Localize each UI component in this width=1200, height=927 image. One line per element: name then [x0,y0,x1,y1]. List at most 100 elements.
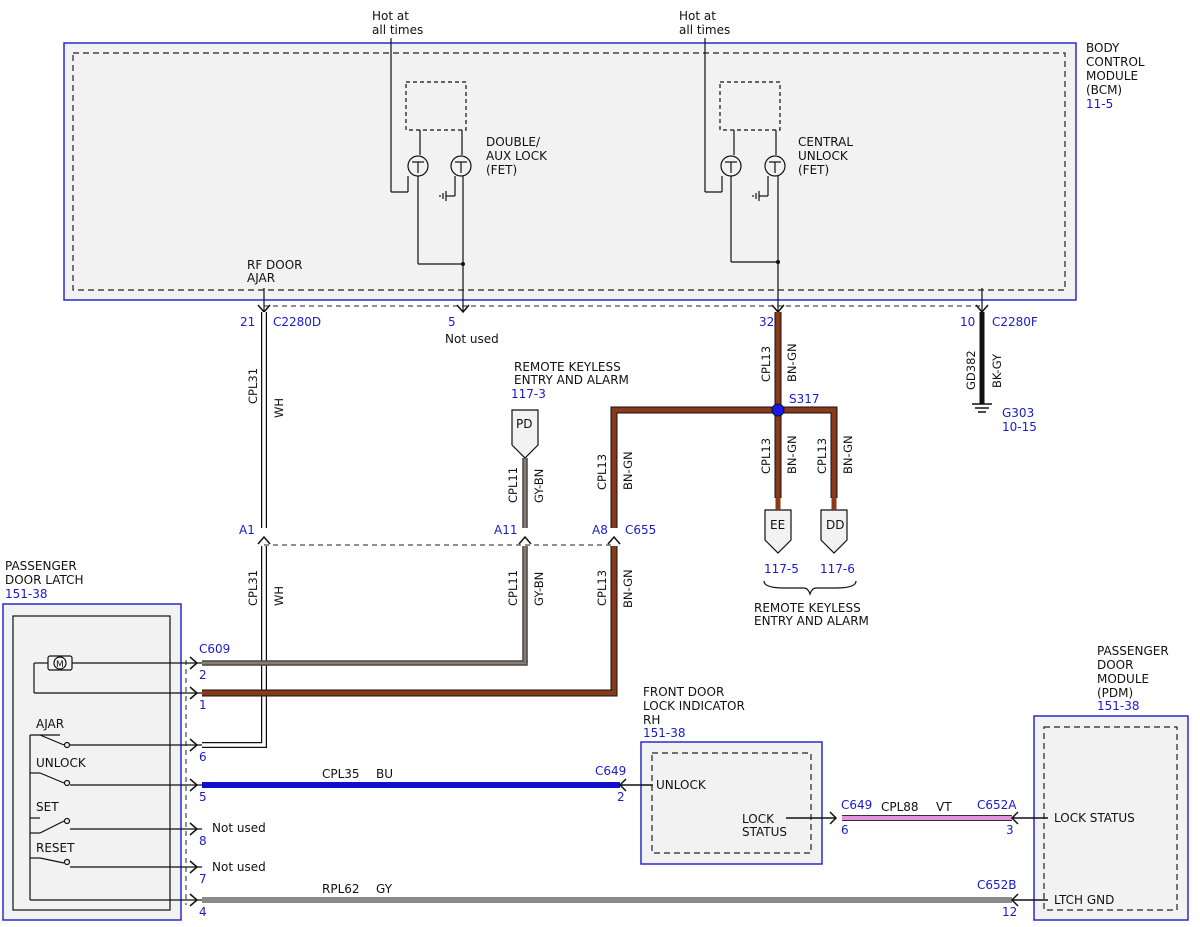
rke-top-title: REMOTE KEYLESS ENTRY AND ALARM [514,360,629,387]
pdm-title: PASSENGER DOOR MODULE (PDM) [1097,644,1173,700]
pdm-pin-3: 3 [1006,823,1014,837]
latch-switches [29,734,202,901]
wire-cpl11-gybn [202,458,531,666]
fet-right-label: CENTRAL UNLOCK (FET) [798,135,857,177]
c655-a1: A1 [239,523,255,537]
latch-pin-6: 6 [199,750,207,764]
cpl11-top-label: CPL11 [506,467,520,503]
motor-icon: M [56,660,64,670]
indicator-pin-6: 6 [841,823,849,837]
indicator-ref: 151-38 [643,726,686,740]
node-right-fet [776,260,780,264]
pin-32: 32 [759,315,774,329]
pdm-pin-arrows [1010,811,1048,907]
hot-right-label: Hot at all times [679,9,730,37]
bngn-c-label: BN-GN [785,435,799,474]
node-left-fet [461,262,465,266]
latch-pin-arrows [189,656,199,907]
ref-117-5: 117-5 [764,562,799,576]
rf-door-ajar-label: RF DOOR AJAR [247,258,306,285]
pdm-box [1033,715,1189,921]
pdm-c652b: C652B [977,878,1017,892]
cpl88-label: CPL88 [881,800,919,814]
indicator-box [640,741,823,865]
fet-double-aux-lock [390,38,472,312]
hot-left-label: Hot at all times [372,9,423,37]
latch-inner [12,615,171,911]
switch-unlock-label: UNLOCK [36,756,87,770]
cpl13-a-label: CPL13 [759,346,773,382]
wh-bot-label: WH [272,586,286,606]
wire-cpl13-bngn [202,312,838,697]
cpl13-d-label: CPL13 [815,438,829,474]
splice-s317-label: S317 [789,392,820,406]
not-used-7: Not used [212,860,266,874]
indicator-unlock: UNLOCK [656,778,707,792]
bcm-box [63,42,1077,301]
c655-arrows [257,535,621,545]
pd-label: PD [516,417,532,431]
latch-pin-2: 2 [199,668,207,682]
wire-cpl31-wh [202,312,270,748]
latch-motor [33,655,202,694]
fet-central-unlock [704,38,786,312]
cpl11-bot-label: CPL11 [506,570,520,606]
latch-ref: 151-38 [5,587,48,601]
cpl13-c-label: CPL13 [759,438,773,474]
gybn-bot-label: GY-BN [532,572,546,606]
indicator-c649-out: C649 [841,798,872,812]
connector-c2280f: C2280F [992,315,1038,329]
not-used-5: Not used [445,332,499,346]
pdm-lock-status: LOCK STATUS [1054,811,1135,825]
cpl13-e-label: CPL13 [595,570,609,606]
cpl31-top-label: CPL31 [246,368,260,404]
indicator-lock-status: LOCK STATUS [742,812,787,839]
rke-top-ref: 117-3 [511,387,546,401]
wh-top-label: WH [272,398,286,418]
cpl13-b-label: CPL13 [595,454,609,490]
latch-pin-7: 7 [199,872,207,886]
bcm-inner-dashed [72,52,1066,291]
bkgy-label: BK-GY [990,353,1004,388]
rke-bottom-brace [763,580,857,596]
wire-gd382-bkgy [972,312,992,413]
bcm-ref: 11-5 [1086,97,1113,111]
ground-g303: G303 [1002,406,1034,420]
indicator-pin-arrows [618,778,838,825]
pin-5: 5 [448,315,456,329]
gybn-top-label: GY-BN [532,469,546,503]
pdm-c652a: C652A [977,798,1017,812]
latch-pin-1: 1 [199,698,207,712]
bngn-d-label: BN-GN [841,435,855,474]
gd382-label: GD382 [964,350,978,390]
pdm-ref: 151-38 [1097,699,1140,713]
vt-label: VT [936,800,952,814]
latch-pin-5: 5 [199,790,207,804]
ee-connector [764,509,792,554]
pdm-pin-12: 12 [1002,905,1017,919]
switch-set-label: SET [36,800,59,814]
bu-label: BU [376,767,393,781]
dd-label: DD [826,518,844,532]
indicator-c649-in: C649 [595,764,626,778]
rke-bottom-title: REMOTE KEYLESS ENTRY AND ALARM [754,601,869,628]
cpl35-label: CPL35 [322,767,360,781]
bcm-title: BODY CONTROL MODULE (BCM) [1086,41,1148,97]
ground-ref: 10-15 [1002,420,1037,434]
c655-a11: A11 [494,523,517,537]
c655-a8: A8 [592,523,608,537]
ee-label: EE [770,518,785,532]
pin-21: 21 [240,315,255,329]
bngn-e-label: BN-GN [621,569,635,608]
splice-s317 [771,403,785,417]
bngn-a-label: BN-GN [785,343,799,382]
fet-left-label: DOUBLE/ AUX LOCK (FET) [486,135,551,177]
switch-ajar-label: AJAR [36,717,64,731]
rpl62-label: RPL62 [322,882,360,896]
latch-pin-8: 8 [199,834,207,848]
ref-117-6: 117-6 [820,562,855,576]
pd-connector [511,409,539,459]
not-used-8: Not used [212,821,266,835]
gy-label: GY [376,882,393,896]
